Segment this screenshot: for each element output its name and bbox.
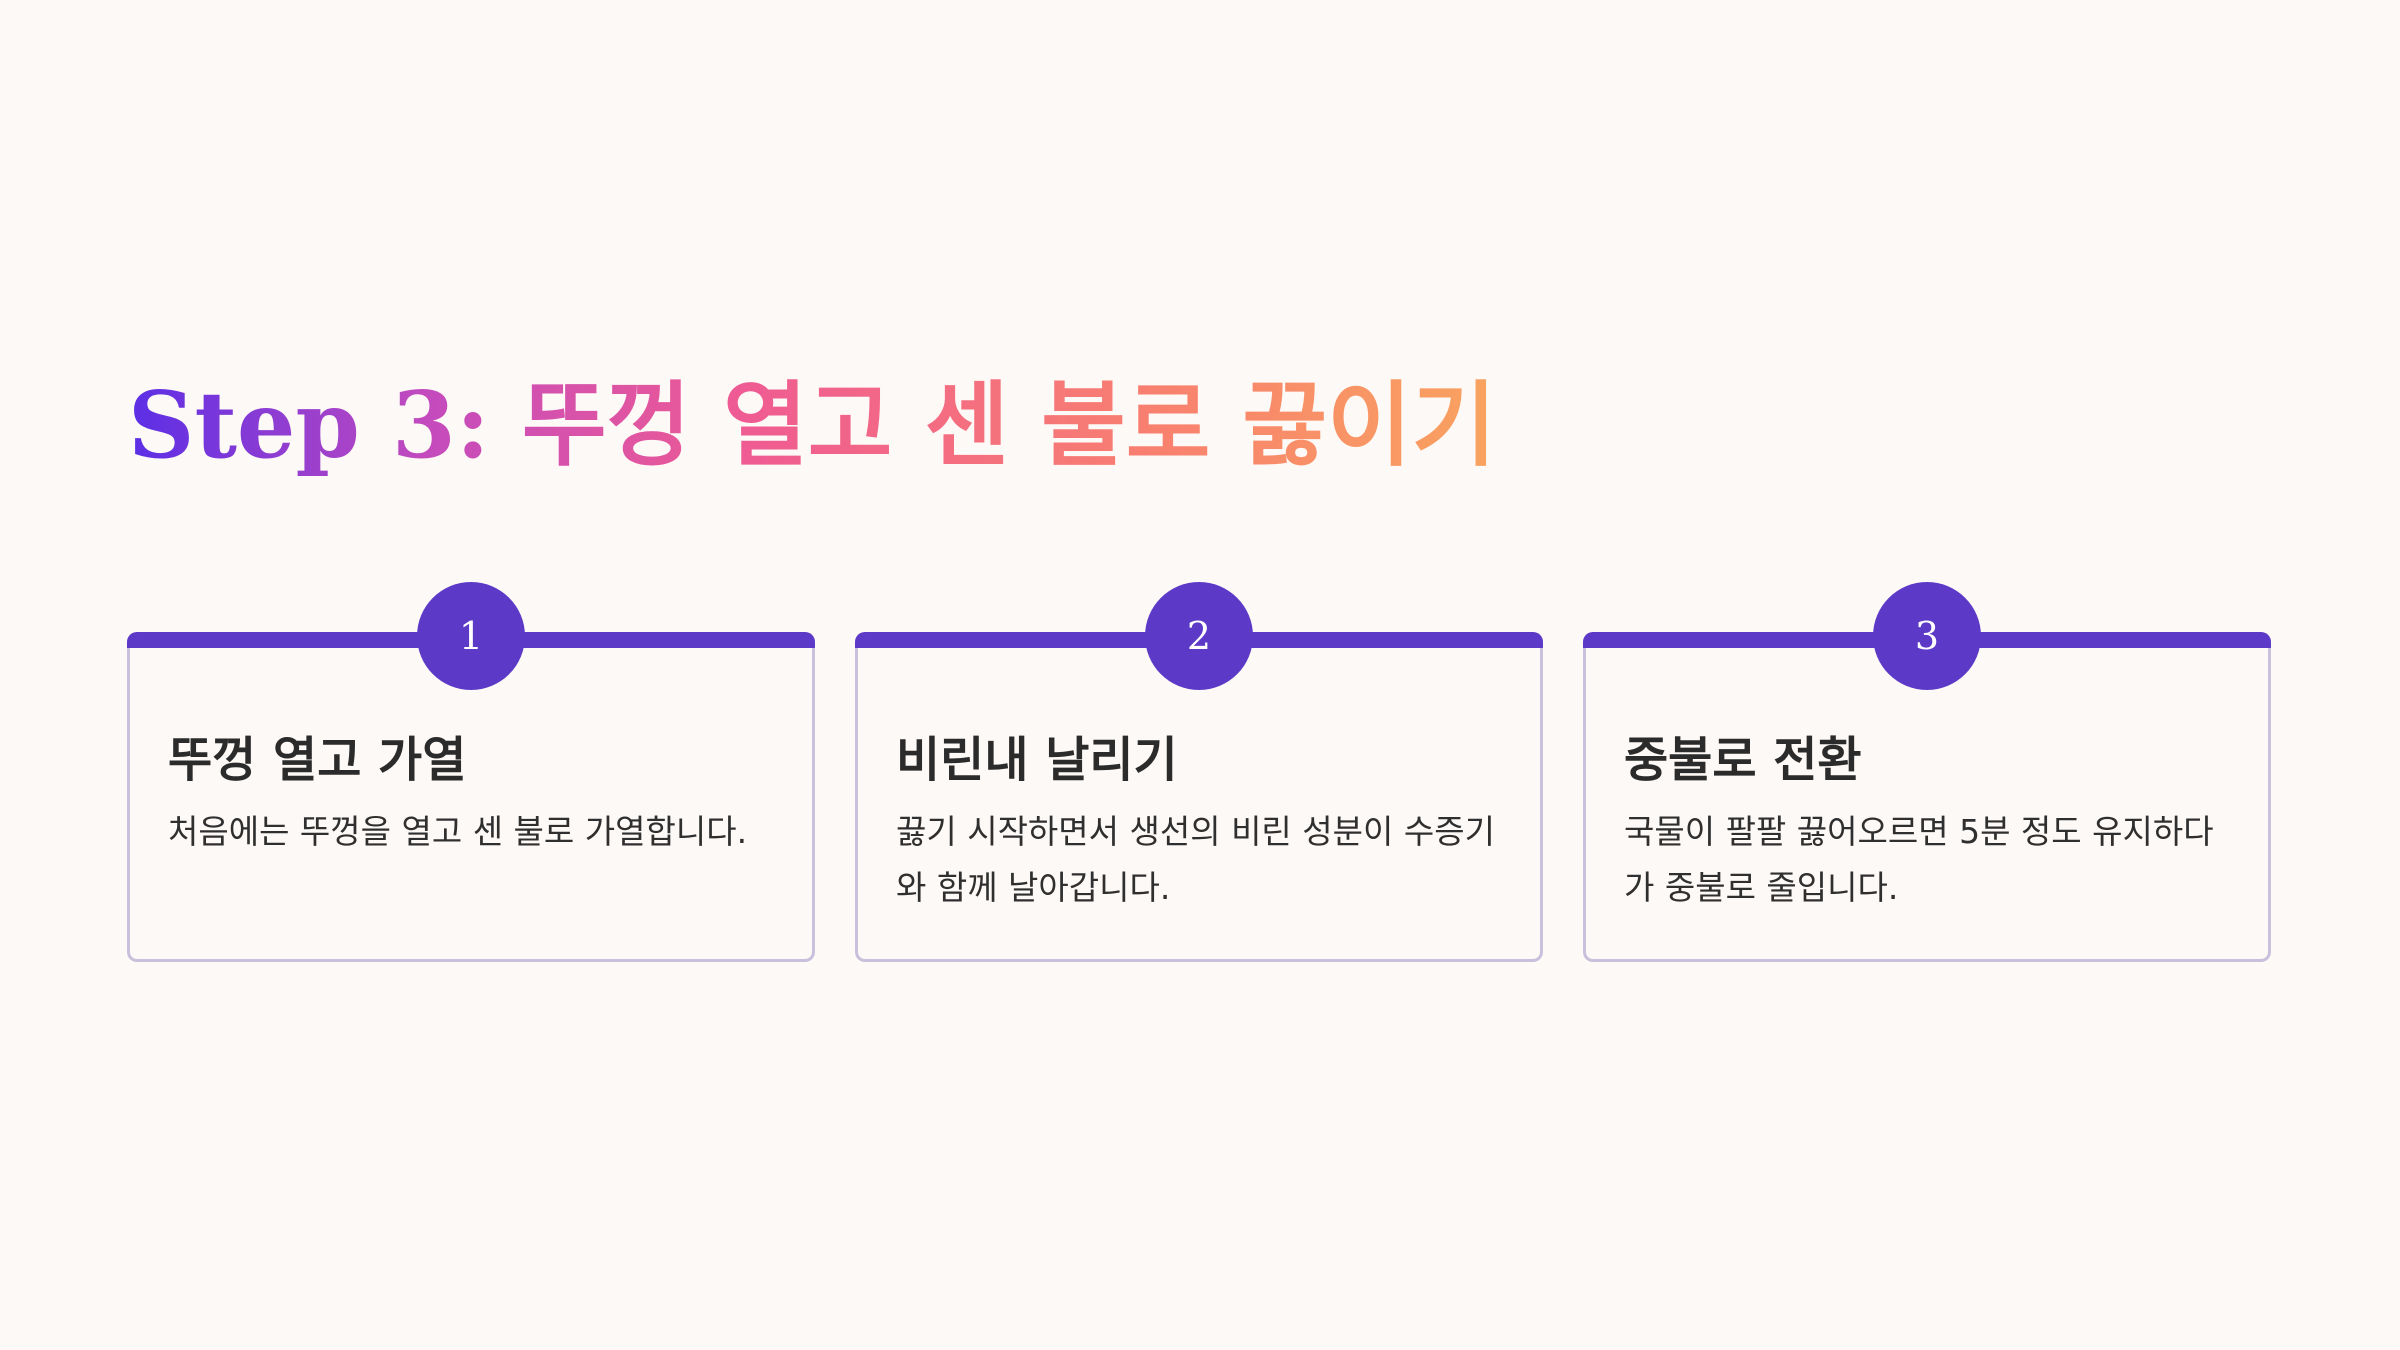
slide-title: Step 3: 뚜껑 열고 센 불로 끓이기 (128, 371, 1497, 479)
step-description: 처음에는 뚜껑을 열고 센 불로 가열합니다. (168, 812, 748, 851)
step-card-1: 1 뚜껑 열고 가열 처음에는 뚜껑을 열고 센 불로 가열합니다. (127, 582, 815, 962)
step-description: 끓기 시작하면서 생선의 비린 성분이 수증기와 함께 날아갑니다. (896, 812, 1495, 907)
step-card-3: 3 중불로 전환 국물이 팔팔 끓어오르면 5분 정도 유지하다가 중불로 줄입… (1583, 582, 2271, 962)
step-title: 뚜껑 열고 가열 (168, 732, 467, 788)
step-description: 국물이 팔팔 끓어오르면 5분 정도 유지하다가 중불로 줄입니다. (1624, 812, 2214, 907)
step-card-2: 2 비린내 날리기 끓기 시작하면서 생선의 비린 성분이 수증기와 함께 날아… (855, 582, 1543, 962)
step-number-badge: 2 (1145, 582, 1253, 690)
step-title: 비린내 날리기 (896, 732, 1178, 788)
step-number-badge: 3 (1873, 582, 1981, 690)
step-title: 중불로 전환 (1624, 732, 1862, 788)
step-number-badge: 1 (417, 582, 525, 690)
